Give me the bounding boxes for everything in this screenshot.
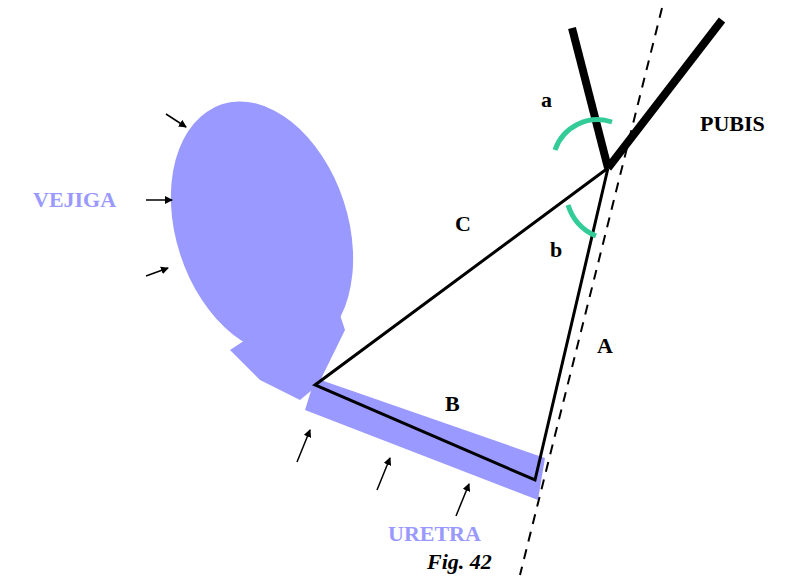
side-label: C	[455, 212, 471, 236]
angle-arc	[555, 120, 612, 150]
side-label: B	[445, 392, 460, 416]
pubis-bone	[572, 28, 608, 168]
organ-label: VEJIGA	[33, 188, 116, 212]
angle-arc	[568, 205, 596, 236]
organ-label: URETRA	[388, 522, 481, 546]
angle-label: a	[541, 88, 552, 112]
pubis-bone	[608, 20, 722, 168]
bone-label: PUBIS	[700, 112, 765, 136]
pressure-arrows	[146, 114, 469, 516]
side-label: A	[597, 334, 613, 358]
angle-label: b	[550, 238, 562, 262]
triangle-lines	[315, 168, 608, 480]
axis-line	[520, 8, 662, 575]
figure-caption: Fig. 42	[427, 550, 492, 574]
